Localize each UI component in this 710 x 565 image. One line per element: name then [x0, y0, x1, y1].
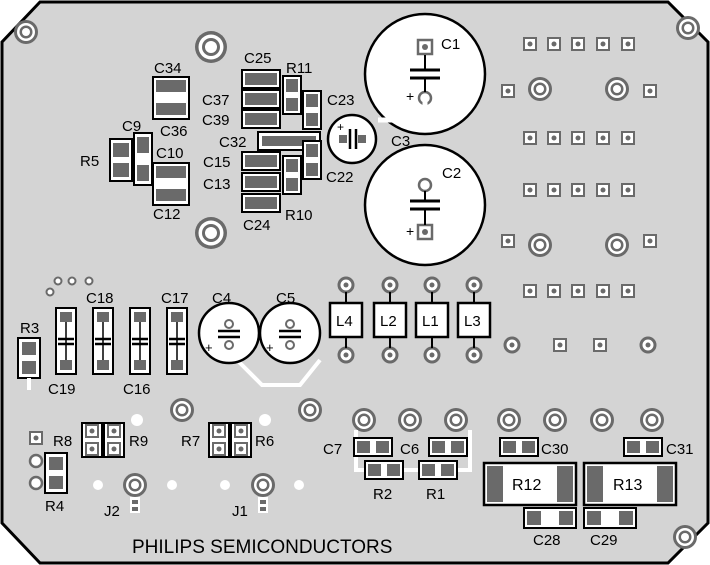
label-c7: C7 — [323, 441, 342, 458]
label-c23: C23 — [327, 92, 355, 109]
label-r7: R7 — [181, 433, 200, 450]
label-r8: R8 — [53, 433, 72, 450]
label-c28: C28 — [533, 532, 561, 549]
silkscreen-labels: C1 C2 C3 C4 C5 C6 C7 C9 C10 C12 C13 C15 … — [20, 36, 694, 558]
label-c34: C34 — [154, 60, 182, 77]
label-r13: R13 — [613, 477, 642, 494]
label-r2: R2 — [373, 486, 392, 503]
label-c17: C17 — [161, 290, 189, 307]
footer-title: PHILIPS SEMICONDUCTORS — [132, 537, 392, 558]
label-c2: C2 — [442, 165, 461, 182]
c1-plus: + — [406, 88, 414, 104]
label-r12: R12 — [512, 477, 541, 494]
trace-c4-c5 — [230, 353, 322, 387]
inductor-row — [328, 276, 492, 364]
c5-plus: + — [266, 340, 274, 355]
label-l4: L4 — [336, 313, 353, 330]
cap-row-left — [17, 276, 188, 390]
label-c13: C13 — [203, 176, 231, 193]
c4-plus: + — [205, 340, 213, 355]
label-r4: R4 — [45, 498, 64, 515]
label-c29: C29 — [590, 532, 618, 549]
label-c5: C5 — [276, 290, 295, 307]
label-c32: C32 — [219, 134, 247, 151]
trace-c1-c3 — [378, 98, 428, 123]
capacitor-c4: + — [197, 301, 261, 365]
label-r1: R1 — [426, 486, 445, 503]
capacitor-c3: + — [326, 113, 378, 165]
label-r3: R3 — [20, 320, 39, 337]
label-c10: C10 — [156, 145, 184, 162]
label-c22: C22 — [326, 169, 354, 186]
label-j2: J2 — [104, 503, 120, 520]
label-c36: C36 — [160, 123, 188, 140]
label-c9: C9 — [122, 118, 141, 135]
label-c30: C30 — [541, 441, 569, 458]
label-c31: C31 — [666, 441, 694, 458]
label-l3: L3 — [464, 313, 481, 330]
label-l1: L1 — [422, 313, 439, 330]
lower-left-components — [28, 398, 322, 513]
label-c4: C4 — [212, 290, 231, 307]
c3-plus: + — [337, 120, 344, 134]
label-l2: L2 — [380, 313, 397, 330]
label-c39: C39 — [202, 112, 230, 129]
label-c25: C25 — [244, 50, 272, 67]
label-c18: C18 — [86, 290, 114, 307]
capacitor-c5: + — [258, 301, 322, 365]
label-c15: C15 — [203, 154, 231, 171]
label-c6: C6 — [400, 441, 419, 458]
label-r5: R5 — [80, 153, 99, 170]
label-c12: C12 — [153, 206, 181, 223]
label-r10: R10 — [285, 207, 313, 224]
label-c24: C24 — [243, 217, 271, 234]
label-r6: R6 — [255, 433, 274, 450]
smd-group-upper-left — [109, 69, 322, 213]
label-r9: R9 — [129, 433, 148, 450]
label-c3: C3 — [391, 133, 410, 150]
label-c16: C16 — [123, 381, 151, 398]
label-c1: C1 — [441, 36, 460, 53]
lower-right-components — [352, 408, 678, 529]
label-c37: C37 — [202, 92, 230, 109]
label-c19: C19 — [48, 381, 76, 398]
capacitor-c2: + — [363, 143, 487, 267]
label-j1: J1 — [232, 503, 248, 520]
label-r11: R11 — [286, 60, 312, 77]
c2-plus: + — [406, 223, 414, 239]
